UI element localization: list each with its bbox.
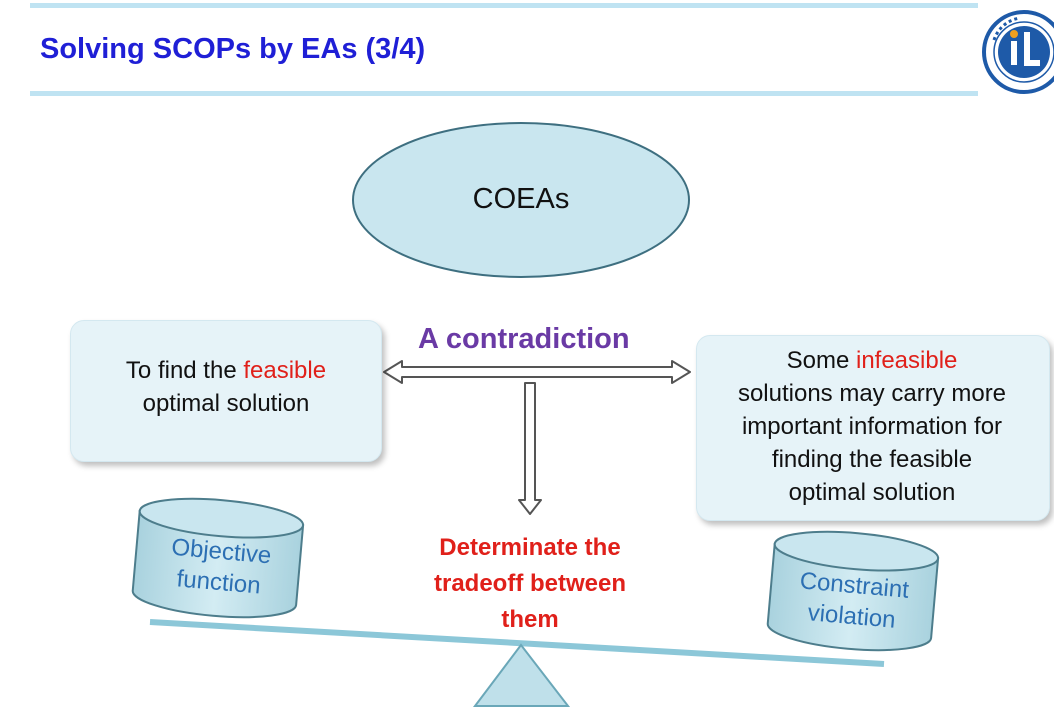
- right-info-line: solutions may carry more: [737, 380, 1007, 407]
- tradeoff-text: Determinate the tradeoff between them: [410, 530, 650, 638]
- coeas-ellipse: [352, 122, 690, 278]
- header-top-rule: [30, 3, 978, 8]
- slide-title: Solving SCOPs by EAs (3/4): [40, 33, 426, 65]
- right-info-line: optimal solution: [788, 479, 956, 506]
- institution-logo-icon: [982, 10, 1054, 94]
- infeasible-highlight: infeasible: [855, 347, 958, 374]
- feasible-highlight: feasible: [243, 357, 327, 384]
- balance-fulcrum: [472, 643, 571, 707]
- right-info-line: important information for: [741, 413, 1003, 440]
- tradeoff-line: Determinate the: [439, 534, 621, 561]
- right-info-prefix: Some: [786, 347, 856, 374]
- balance-beam: [149, 619, 885, 667]
- header-bottom-rule: [30, 91, 978, 96]
- double-arrow-icon: [383, 360, 691, 384]
- coeas-label: COEAs: [472, 183, 570, 215]
- tradeoff-line: tradeoff between: [433, 570, 627, 597]
- left-goal-text: To find the feasible optimal solution: [80, 354, 372, 420]
- constraint-violation-cylinder: [766, 530, 940, 652]
- left-goal-suffix: optimal solution: [142, 390, 310, 417]
- contradiction-label: A contradiction: [418, 323, 630, 355]
- left-goal-prefix: To find the: [125, 357, 244, 384]
- left-goal-box: [70, 320, 382, 462]
- right-info-line: finding the feasible: [771, 446, 973, 473]
- tradeoff-line: them: [501, 606, 559, 633]
- right-info-text: Some infeasible solutions may carry more…: [700, 344, 1044, 509]
- objective-function-cylinder: [131, 497, 305, 619]
- down-arrow-icon: [518, 382, 542, 515]
- right-info-box: [696, 335, 1050, 521]
